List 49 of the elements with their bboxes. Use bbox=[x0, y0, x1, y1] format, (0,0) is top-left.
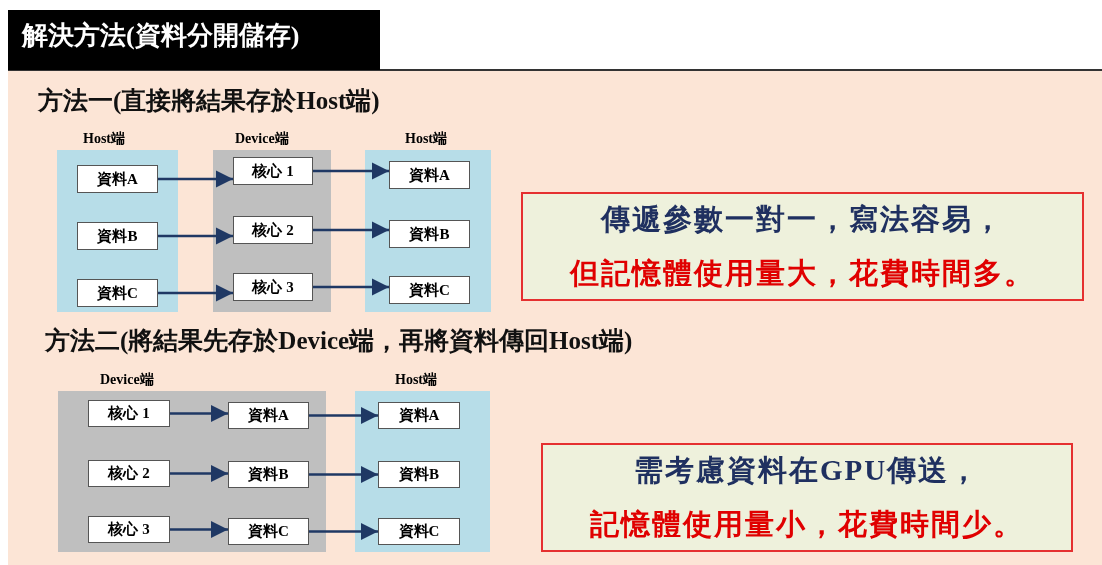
arrow bbox=[309, 465, 378, 484]
group-band bbox=[58, 371, 326, 552]
arrow bbox=[309, 522, 378, 541]
data-box: 資料C bbox=[228, 518, 309, 545]
data-box: 核心 2 bbox=[88, 460, 170, 487]
section-heading: 方法二(將結果先存於Device端，再將資料傳回Host端) bbox=[45, 326, 633, 357]
arrow bbox=[170, 464, 228, 483]
arrow bbox=[158, 284, 233, 302]
data-box: 資料B bbox=[228, 461, 309, 488]
data-box: 資料B bbox=[77, 222, 158, 250]
data-box: 資料B bbox=[378, 461, 460, 488]
arrow bbox=[313, 162, 389, 180]
data-box: 核心 2 bbox=[233, 216, 313, 244]
group-title: Host端 bbox=[405, 130, 447, 148]
group-band bbox=[365, 130, 491, 312]
arrow bbox=[170, 404, 228, 423]
data-box: 資料A bbox=[378, 402, 460, 429]
data-box: 資料A bbox=[389, 161, 470, 189]
group-title: Host端 bbox=[395, 371, 437, 389]
data-box: 資料C bbox=[378, 518, 460, 545]
note-box bbox=[521, 192, 1084, 301]
data-box: 資料A bbox=[77, 165, 158, 193]
data-box: 資料B bbox=[389, 220, 470, 248]
slide-title: 解決方法(資料分開儲存) bbox=[8, 10, 380, 70]
group-title: Device端 bbox=[100, 371, 154, 389]
arrow bbox=[309, 406, 378, 425]
section-heading: 方法一(直接將結果存於Host端) bbox=[38, 86, 380, 117]
note-text: 記憶體使用量小，花費時間少。 bbox=[590, 506, 1024, 542]
note-box bbox=[541, 443, 1073, 552]
arrow bbox=[313, 221, 389, 239]
group-title: Device端 bbox=[235, 130, 289, 148]
arrow bbox=[313, 278, 389, 296]
group-band bbox=[213, 130, 331, 312]
group-band bbox=[57, 130, 178, 312]
note-text: 傳遞參數一對一，寫法容易， bbox=[601, 201, 1004, 237]
data-box: 核心 1 bbox=[88, 400, 170, 427]
group-title: Host端 bbox=[83, 130, 125, 148]
arrow bbox=[170, 520, 228, 539]
arrow bbox=[158, 227, 233, 245]
data-box: 核心 1 bbox=[233, 157, 313, 185]
data-box: 資料C bbox=[77, 279, 158, 307]
note-text: 需考慮資料在GPU傳送， bbox=[633, 452, 981, 488]
note-text: 但記憶體使用量大，花費時間多。 bbox=[570, 255, 1035, 291]
data-box: 資料A bbox=[228, 402, 309, 429]
data-box: 核心 3 bbox=[88, 516, 170, 543]
data-box: 核心 3 bbox=[233, 273, 313, 301]
group-band bbox=[355, 371, 490, 552]
arrow bbox=[158, 170, 233, 188]
data-box: 資料C bbox=[389, 276, 470, 304]
